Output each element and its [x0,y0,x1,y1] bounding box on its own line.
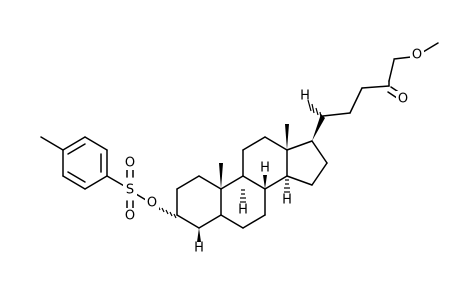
bond [242,175,266,190]
oxygen-label: O [412,48,422,63]
hash-bond [157,205,177,219]
bond [198,214,222,229]
bond [322,112,351,117]
wedge-bond [285,124,289,150]
bond-layer [40,42,439,229]
hash-line [161,207,165,213]
hash-line [307,99,312,112]
ring-d [286,140,328,186]
wedge-bond [197,228,201,242]
hash-bond [307,99,322,118]
oxygen-label: O [125,156,135,171]
tolyl-ring [40,136,108,190]
bond [242,136,266,151]
bond [176,175,200,190]
bond [84,136,108,151]
hash-line [165,209,169,215]
bond [422,42,439,53]
sulfonyl-group [106,169,147,209]
bond [286,140,313,151]
atom-label-layer: S O O O O O H H H H H [123,47,424,256]
ring-a [176,175,222,229]
ring-b [220,175,266,229]
hash-line [169,211,173,217]
bond [388,59,395,82]
hash-line [311,103,315,114]
bond [286,175,313,186]
bond [311,140,328,164]
sulfur-label: S [126,183,134,198]
bond [106,175,127,188]
hash-line [315,107,319,116]
oxygen-label: O [125,209,135,224]
side-chain [322,42,439,117]
bond [311,162,328,186]
bond [349,87,363,114]
bond [62,136,86,151]
stereo-layer [157,99,325,242]
bond [242,214,266,229]
hydrogen-label: H [194,241,204,256]
oxygen-label: O [147,196,157,211]
bond [220,175,244,190]
bond [264,175,288,190]
hydrogen-label: H [260,161,270,176]
hash-line [319,111,322,118]
hash-bond [284,179,290,193]
aromatic-double-bond [67,143,86,155]
bond [393,56,412,60]
hydrogen-label: H [282,193,292,208]
hash-line [173,213,177,219]
bond [264,136,288,151]
hydrogen-label: H [238,203,248,218]
bond [135,193,147,201]
bond [198,175,222,190]
hash-bond [240,189,246,203]
bond [176,214,200,229]
oxygen-label: O [398,92,408,107]
bond [220,214,244,229]
carbonyl-double-bond [387,91,398,99]
bond [361,85,390,89]
bond [62,175,86,190]
wedge-bond [219,163,223,189]
ring-c [242,136,288,190]
wedge-bond [263,175,267,189]
bond [84,175,108,190]
hydrogen-label: H [300,89,310,104]
aromatic-double-bond [67,171,86,183]
wedge-bond [312,114,325,141]
methyl-bond [40,136,64,151]
